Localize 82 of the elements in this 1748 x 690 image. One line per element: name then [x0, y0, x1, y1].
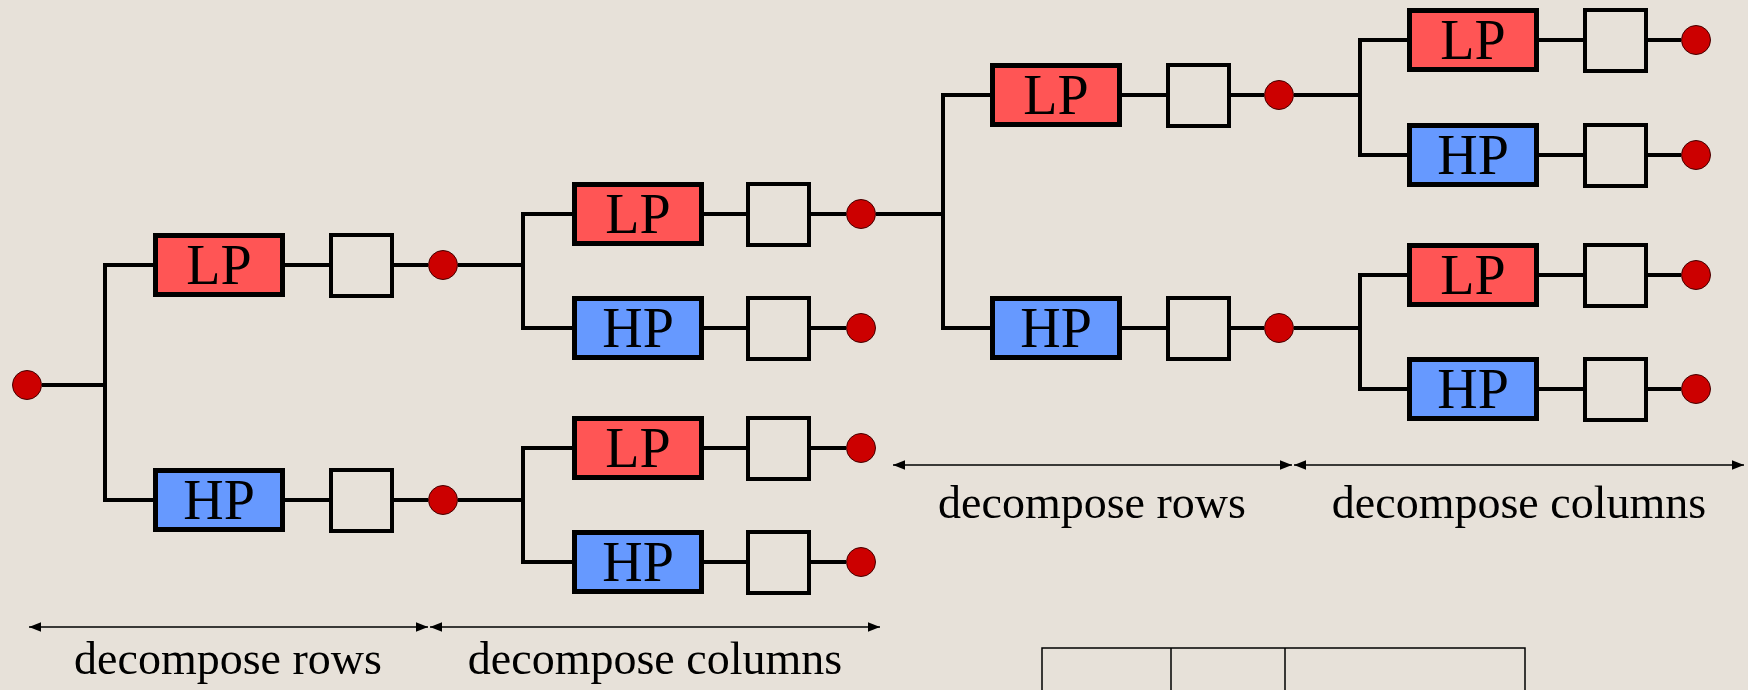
downsample-box — [1166, 295, 1231, 361]
downsample-box — [1166, 62, 1231, 128]
connector-line — [704, 212, 746, 216]
connector-line — [704, 446, 746, 450]
connector-line — [1648, 153, 1681, 157]
signal-node — [846, 313, 876, 343]
signal-node — [846, 433, 876, 463]
dimension-label: decompose columns — [467, 634, 843, 685]
filter-box — [1407, 8, 1539, 72]
connector-line — [811, 446, 846, 450]
connector-line — [1294, 93, 1407, 157]
filter-box — [1407, 243, 1539, 307]
filter-box — [1407, 123, 1539, 187]
filter-label: HP — [1437, 127, 1509, 183]
filter-label: HP — [1020, 300, 1092, 356]
connector-line — [458, 263, 572, 330]
signal-node — [12, 370, 42, 400]
downsample-box — [1583, 356, 1648, 422]
dimension-label: decompose rows — [938, 478, 1246, 529]
connector-line — [704, 326, 746, 330]
downsample-box — [329, 232, 394, 298]
signal-node — [428, 485, 458, 515]
downsample-box — [746, 295, 811, 361]
filter-label: HP — [1437, 361, 1509, 417]
filter-box — [153, 233, 285, 297]
downsample-box — [746, 415, 811, 481]
signal-node — [1264, 313, 1294, 343]
signal-node — [846, 199, 876, 229]
connector-line — [1648, 387, 1681, 391]
connector-line — [876, 212, 990, 330]
filter-label: HP — [602, 300, 674, 356]
signal-node — [428, 250, 458, 280]
signal-node — [1681, 260, 1711, 290]
filter-label: LP — [1440, 12, 1506, 68]
filter-label: LP — [1023, 67, 1089, 123]
signal-node — [1264, 80, 1294, 110]
connector-line — [1294, 326, 1407, 391]
connector-line — [1539, 38, 1583, 42]
connector-line — [811, 560, 846, 564]
downsample-box — [1583, 242, 1648, 308]
filter-label: LP — [1440, 247, 1506, 303]
filter-box — [990, 296, 1122, 360]
filter-box — [572, 296, 704, 360]
dimension-label: decompose columns — [1331, 478, 1707, 529]
connector-line — [42, 383, 153, 502]
connector-line — [394, 263, 428, 267]
connector-line — [1648, 273, 1681, 277]
filter-label: LP — [186, 237, 252, 293]
downsample-box — [746, 529, 811, 595]
connector-line — [1231, 93, 1264, 97]
filter-box — [153, 468, 285, 532]
connector-line — [285, 498, 329, 502]
connector-line — [1539, 387, 1583, 391]
filter-box — [572, 530, 704, 594]
connector-line — [1539, 273, 1583, 277]
filter-label: LP — [605, 186, 671, 242]
connector-line — [1648, 38, 1681, 42]
signal-node — [1681, 374, 1711, 404]
signal-node — [1681, 140, 1711, 170]
filter-label: HP — [183, 472, 255, 528]
filter-label: LP — [605, 420, 671, 476]
downsample-box — [746, 181, 811, 247]
filter-box — [1407, 357, 1539, 421]
connector-line — [811, 326, 846, 330]
filter-label: HP — [602, 534, 674, 590]
downsample-box — [1583, 122, 1648, 188]
signal-node — [1681, 25, 1711, 55]
connector-line — [811, 212, 846, 216]
filter-box — [572, 416, 704, 480]
filter-box — [990, 63, 1122, 127]
downsample-box — [329, 467, 394, 533]
dimension-label: decompose rows — [74, 634, 382, 685]
connector-line — [1539, 153, 1583, 157]
filter-box — [572, 182, 704, 246]
downsample-box — [1583, 7, 1648, 73]
signal-node — [846, 547, 876, 577]
connector-line — [285, 263, 329, 267]
connector-line — [394, 498, 428, 502]
connector-line — [1122, 93, 1166, 97]
connector-line — [1122, 326, 1166, 330]
connector-line — [1231, 326, 1264, 330]
connector-line — [704, 560, 746, 564]
